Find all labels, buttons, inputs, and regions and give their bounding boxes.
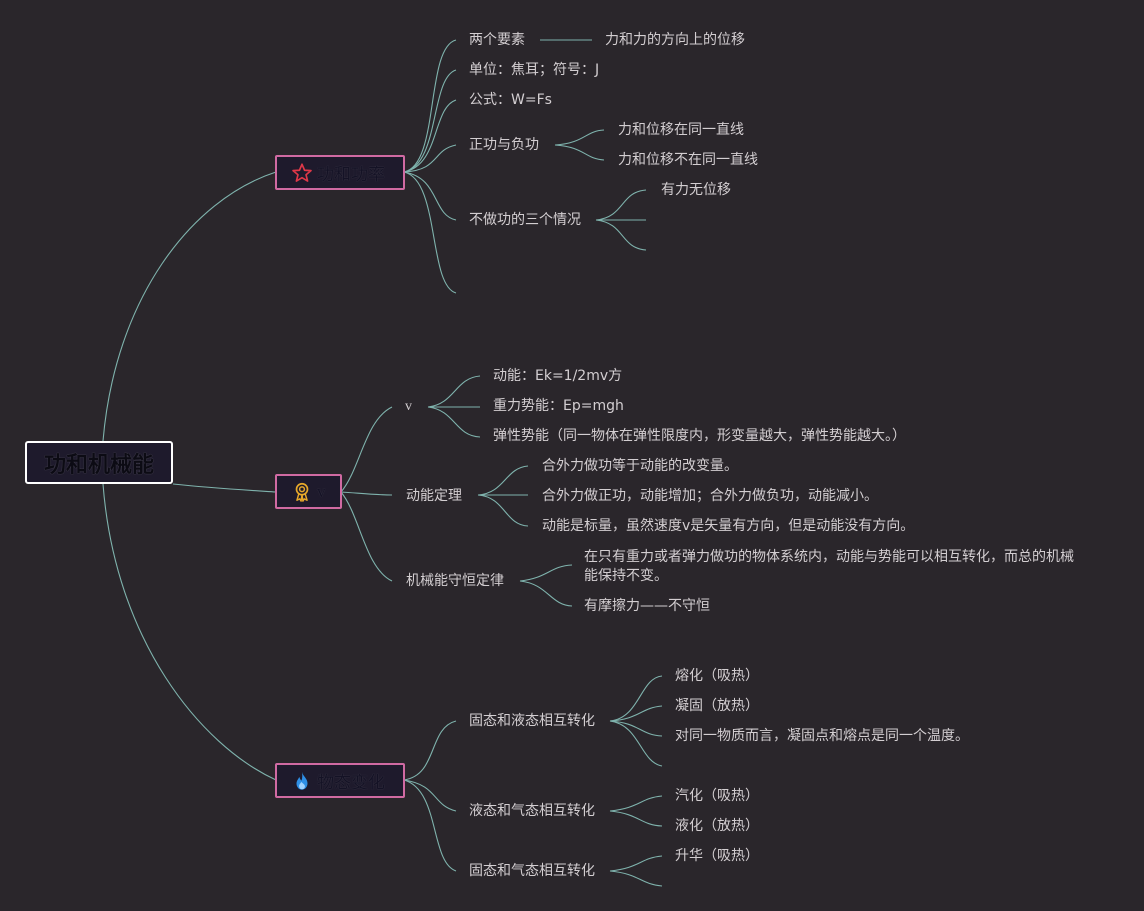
topic-energy[interactable]: v bbox=[275, 474, 342, 509]
edge-work-2 bbox=[403, 69, 457, 173]
edge-work-3 bbox=[403, 99, 457, 173]
edge-conservation-2 bbox=[519, 580, 573, 607]
topic-phase-change-label: 物态变化 bbox=[317, 773, 385, 793]
edge-sl-4 bbox=[609, 720, 663, 767]
node-pos-neg-same-line[interactable]: 力和位移在同一直线 bbox=[618, 122, 744, 138]
node-solid-liquid[interactable]: 固态和液态相互转化 bbox=[469, 713, 595, 729]
edge-root-phase bbox=[102, 483, 277, 781]
edge-phase-3 bbox=[403, 779, 457, 872]
root-topic-label: 功和机械能 bbox=[43, 452, 154, 478]
edge-phase-2 bbox=[403, 779, 457, 812]
edge-work-4 bbox=[403, 144, 457, 173]
node-two-elements-detail[interactable]: 力和力的方向上的位移 bbox=[605, 32, 745, 48]
edge-theorem-1 bbox=[477, 465, 529, 496]
topic-work-power[interactable]: 功和功率 bbox=[275, 155, 405, 190]
node-theorem-1[interactable]: 合外力做功等于动能的改变量。 bbox=[542, 458, 738, 474]
node-kinetic-theorem[interactable]: 动能定理 bbox=[406, 488, 462, 504]
edge-v-1 bbox=[427, 375, 481, 408]
node-positive-negative-work[interactable]: 正功与负功 bbox=[469, 137, 539, 153]
edge-nowork-1 bbox=[595, 189, 647, 221]
node-two-elements[interactable]: 两个要素 bbox=[469, 32, 525, 48]
edge-energy-theorem bbox=[340, 491, 393, 496]
edge-theorem-3 bbox=[477, 494, 529, 527]
topic-work-power-label: 功和功率 bbox=[317, 165, 385, 185]
edge-posneg-1 bbox=[554, 129, 605, 146]
root-topic[interactable]: 功和机械能 bbox=[25, 441, 173, 484]
node-no-work-cases[interactable]: 不做功的三个情况 bbox=[469, 212, 581, 228]
node-gravity-potential[interactable]: 重力势能：Ep=mgh bbox=[493, 398, 624, 414]
node-conservation-2[interactable]: 有摩擦力——不守恒 bbox=[584, 598, 710, 614]
topic-energy-label: v bbox=[317, 481, 326, 501]
node-solid-gas[interactable]: 固态和气态相互转化 bbox=[469, 863, 595, 879]
node-solidifying[interactable]: 凝固（放热） bbox=[675, 698, 759, 714]
edge-sg-2 bbox=[609, 870, 663, 887]
node-formula[interactable]: 公式：W=Fs bbox=[469, 92, 552, 108]
edge-work-5 bbox=[403, 171, 457, 221]
node-pos-neg-not-same-line[interactable]: 力和位移不在同一直线 bbox=[618, 152, 758, 168]
node-liquid-gas[interactable]: 液态和气态相互转化 bbox=[469, 803, 595, 819]
edge-root-energy bbox=[172, 483, 277, 493]
edge-energy-v bbox=[340, 406, 393, 493]
node-force-no-displacement[interactable]: 有力无位移 bbox=[661, 182, 731, 198]
edge-sl-2 bbox=[609, 705, 663, 722]
node-unit[interactable]: 单位：焦耳；符号：J bbox=[469, 62, 600, 78]
node-liquefaction[interactable]: 液化（放热） bbox=[675, 818, 759, 834]
node-sublimation[interactable]: 升华（吸热） bbox=[675, 848, 759, 864]
node-same-point[interactable]: 对同一物质而言，凝固点和熔点是同一个温度。 bbox=[675, 728, 969, 744]
star-icon bbox=[291, 162, 313, 184]
node-theorem-2[interactable]: 合外力做正功，动能增加；合外力做负功，动能减小。 bbox=[542, 488, 878, 504]
node-v[interactable]: v bbox=[405, 399, 412, 414]
node-kinetic-energy[interactable]: 动能：Ek=1/2mv方 bbox=[493, 368, 623, 384]
edge-sl-3 bbox=[609, 720, 663, 737]
award-icon bbox=[291, 481, 313, 503]
edge-nowork-3 bbox=[595, 219, 647, 251]
topic-phase-change[interactable]: 物态变化 bbox=[275, 763, 405, 798]
edge-lg-2 bbox=[609, 810, 663, 827]
edge-phase-1 bbox=[403, 720, 457, 781]
edge-root-work bbox=[102, 171, 277, 442]
edge-conservation-1 bbox=[519, 564, 573, 582]
edge-energy-conservation bbox=[340, 491, 393, 582]
node-vaporization[interactable]: 汽化（吸热） bbox=[675, 788, 759, 804]
edge-work-1 bbox=[403, 39, 457, 173]
edge-sg-1 bbox=[609, 855, 663, 872]
node-theorem-3[interactable]: 动能是标量，虽然速度v是矢量有方向，但是动能没有方向。 bbox=[542, 518, 915, 534]
node-melting[interactable]: 熔化（吸热） bbox=[675, 668, 759, 684]
flame-icon bbox=[291, 770, 313, 792]
node-elastic-potential[interactable]: 弹性势能（同一物体在弹性限度内，形变量越大，弹性势能越大。） bbox=[493, 428, 906, 444]
node-conservation-law[interactable]: 机械能守恒定律 bbox=[406, 573, 504, 589]
edge-posneg-2 bbox=[554, 144, 605, 161]
edge-lg-1 bbox=[609, 795, 663, 812]
edge-work-6 bbox=[403, 171, 457, 294]
node-conservation-1[interactable]: 在只有重力或者弹力做功的物体系统内，动能与势能可以相互转化，而总的机械能保持不变… bbox=[584, 549, 1074, 584]
edge-sl-1 bbox=[609, 675, 663, 722]
edge-v-3 bbox=[427, 406, 481, 438]
